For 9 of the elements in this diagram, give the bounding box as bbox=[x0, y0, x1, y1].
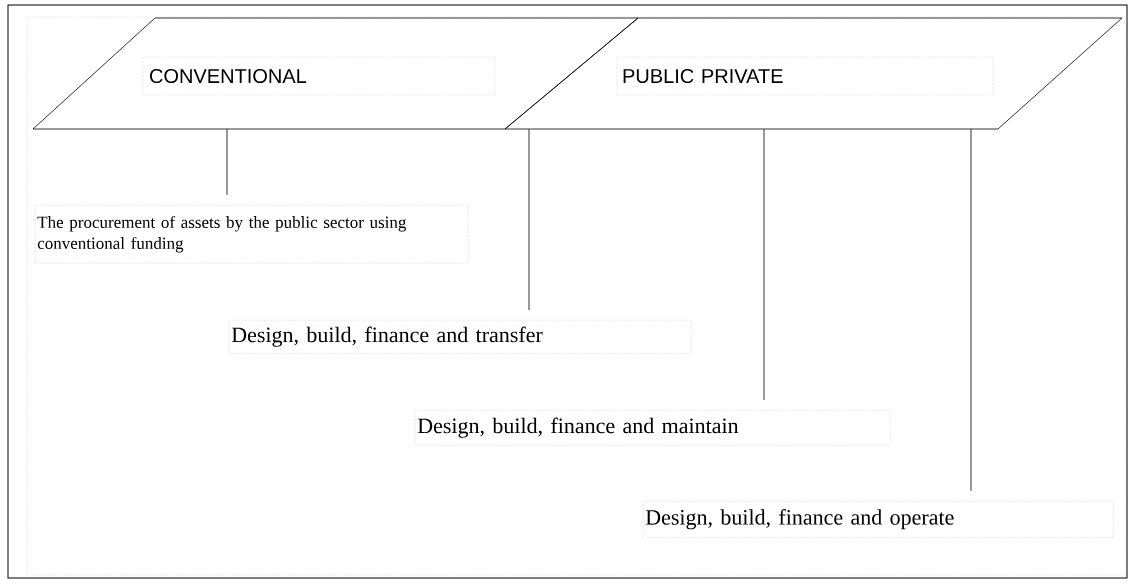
text-box: Design, build, finance and transfer bbox=[229, 320, 692, 354]
connector-line bbox=[226, 128, 228, 196]
text-box: The procurement of assets by the public sector using conventional funding bbox=[35, 205, 469, 264]
connector-line bbox=[763, 128, 765, 401]
connector-line bbox=[528, 128, 530, 311]
text-box: Design, build, finance and operate bbox=[643, 501, 1114, 538]
connector-line bbox=[970, 128, 972, 492]
parallelogram: PUBLIC PRIVATE bbox=[504, 17, 1123, 130]
text-box: Design, build, finance and maintain bbox=[415, 410, 891, 446]
